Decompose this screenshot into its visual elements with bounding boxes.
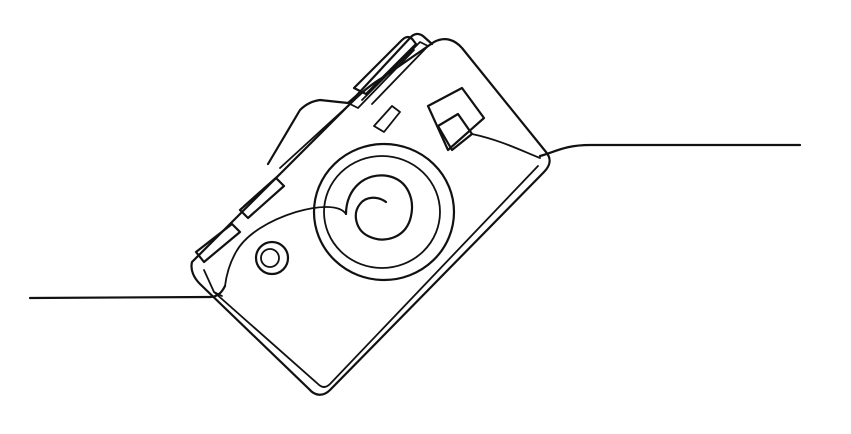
top-dial-inner xyxy=(279,49,415,169)
lens-outer-ring xyxy=(312,142,456,282)
top-ridge-upper xyxy=(352,35,418,96)
lens-middle-ring xyxy=(323,155,441,269)
top-dial-block xyxy=(266,32,434,166)
viewfinder-outer xyxy=(426,86,486,152)
lens-to-button-line xyxy=(224,206,347,287)
left-horizon-line xyxy=(28,284,227,300)
self-timer-button xyxy=(254,240,290,276)
right-horizon-line xyxy=(538,143,802,158)
side-ridge-2 xyxy=(238,176,286,220)
side-ridge-1 xyxy=(194,222,242,264)
self-timer-button-inner xyxy=(260,248,280,268)
lens-spiral xyxy=(344,174,414,241)
camera-body-inner-outline xyxy=(213,165,539,388)
side-ridge-3 xyxy=(243,173,281,207)
viewfinder-connector xyxy=(471,133,541,159)
flash-window xyxy=(373,105,401,133)
top-ridge-lower xyxy=(361,41,429,105)
strap-lug xyxy=(203,269,223,297)
